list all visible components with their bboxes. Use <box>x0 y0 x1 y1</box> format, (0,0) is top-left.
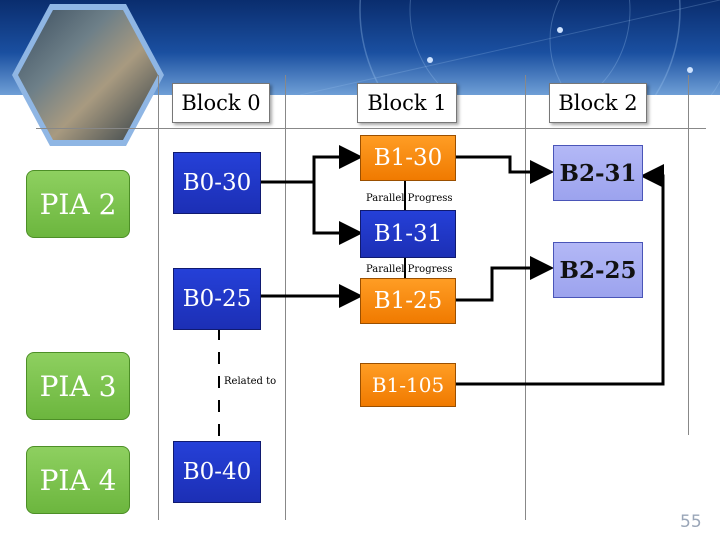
block-b0-30: B0-30 <box>173 152 261 214</box>
block-b0-40: B0-40 <box>173 441 261 503</box>
pia-4-label: PIA 4 <box>26 446 130 514</box>
parallel-progress-label-2: Parallel Progress <box>366 264 453 275</box>
block-b1-30: B1-30 <box>360 135 456 181</box>
pia-3-label: PIA 3 <box>26 352 130 420</box>
column-header-block-1: Block 1 <box>357 83 457 123</box>
block-b1-31: B1-31 <box>360 210 456 258</box>
block-b2-25: B2-25 <box>553 242 643 298</box>
grid-line-h1 <box>36 128 706 129</box>
block-b1-25: B1-25 <box>360 278 456 324</box>
column-header-block-2: Block 2 <box>549 83 647 123</box>
related-to-label: Related to <box>224 376 277 387</box>
grid-line-v4 <box>688 75 689 435</box>
pia-2-label: PIA 2 <box>26 170 130 238</box>
block-b0-25: B0-25 <box>173 268 261 330</box>
block-b2-31: B2-31 <box>553 145 643 201</box>
grid-line-v1 <box>158 75 159 520</box>
page-number: 55 <box>680 512 702 532</box>
column-header-block-0: Block 0 <box>172 83 270 123</box>
parallel-progress-label-1: Parallel Progress <box>366 193 453 204</box>
block-b1-105: B1-105 <box>360 363 456 407</box>
header-decoration <box>299 0 720 95</box>
grid-line-v3 <box>525 75 526 520</box>
